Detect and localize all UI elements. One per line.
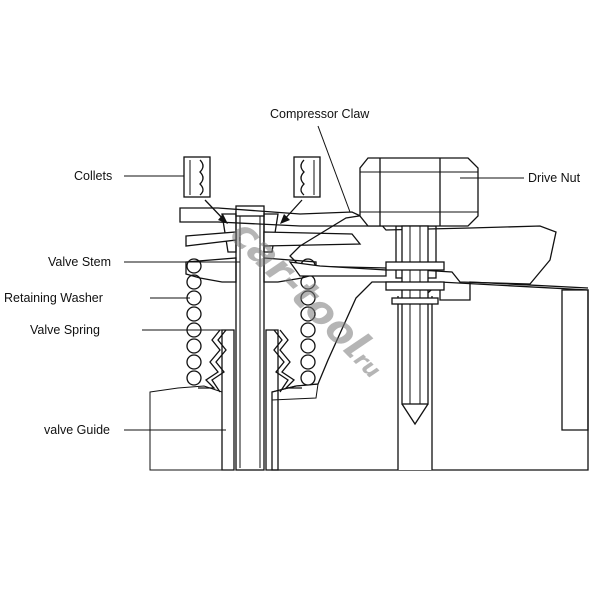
- spring-coil: [300, 354, 316, 370]
- label-drive-nut: Drive Nut: [528, 171, 581, 185]
- valve-stem: [235, 205, 265, 471]
- spring-coil: [186, 338, 202, 354]
- spring-coil: [300, 306, 316, 322]
- spring-coil: [186, 274, 202, 290]
- label-valve-spring: Valve Spring: [30, 323, 100, 337]
- retaining-washer: [185, 257, 317, 283]
- label-compressor-claw: Compressor Claw: [270, 107, 370, 121]
- leader-lines: [124, 125, 524, 431]
- collets-exploded: [183, 156, 321, 224]
- spring-coil: [300, 290, 316, 306]
- drive-stud: [385, 225, 445, 426]
- valve-stem-seal: [198, 329, 302, 393]
- spring-coil: [186, 354, 202, 370]
- spring-coil: [186, 306, 202, 322]
- callout-labels: Compressor Claw Drive Nut Collets Valve …: [4, 107, 581, 437]
- spring-coil: [300, 338, 316, 354]
- spring-coil: [300, 370, 316, 386]
- spring-coil: [186, 370, 202, 386]
- label-retaining-washer: Retaining Washer: [4, 291, 103, 305]
- spring-coil: [300, 322, 316, 338]
- label-valve-stem: Valve Stem: [48, 255, 111, 269]
- drive-nut: [359, 157, 479, 227]
- label-collets: Collets: [74, 169, 112, 183]
- label-valve-guide: valve Guide: [44, 423, 110, 437]
